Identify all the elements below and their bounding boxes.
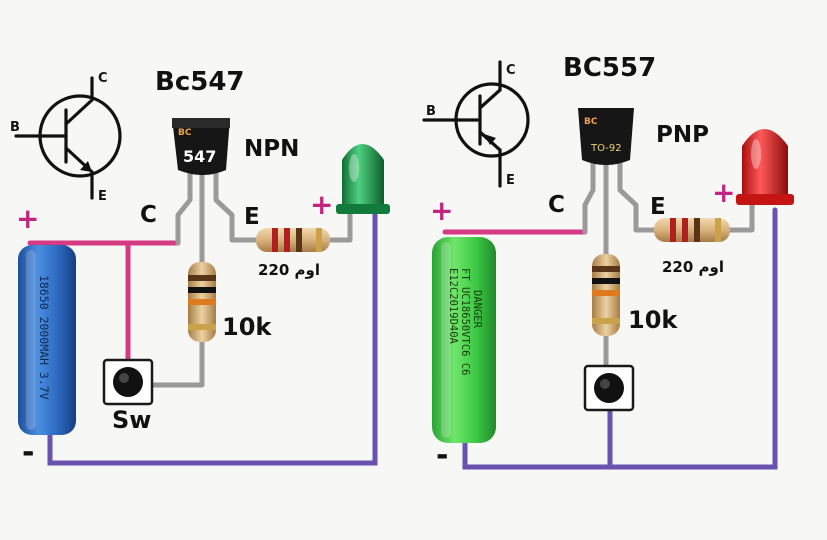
npn-symbol-pin-c: C xyxy=(98,71,108,86)
npn-title: Bc547 xyxy=(155,67,245,97)
npn-battery-plus: + xyxy=(16,202,39,235)
pnp-pin-c-label: C xyxy=(548,192,565,218)
pnp-type-label: PNP xyxy=(656,122,709,148)
pnp-package-marking: TO-92 xyxy=(590,143,622,154)
pnp-emitter-arrow-icon xyxy=(484,134,496,145)
pnp-title: BC557 xyxy=(563,53,656,83)
npn-battery-minus: - xyxy=(22,435,34,470)
pnp-led-resistor-right-lead xyxy=(725,202,755,233)
pnp-symbol-pin-c: C xyxy=(506,63,516,78)
npn-symbol-pin-e: E xyxy=(98,189,107,204)
pnp-battery-label-line3: DANGER xyxy=(471,290,483,329)
pnp-battery-label-line1: FT UC18650VTC6 C6 xyxy=(459,268,471,375)
npn-pin-e-label: E xyxy=(244,204,260,230)
npn-base-resistor-value: 10k xyxy=(222,313,272,341)
pnp-circuit: FT UC18650VTC6 C6 E12C2019D40A DANGER + … xyxy=(422,53,794,473)
npn-switch-label: Sw xyxy=(112,406,151,434)
npn-led-resistor xyxy=(256,228,330,252)
pnp-led xyxy=(736,129,794,205)
npn-led-resistor-value: 220 اوم xyxy=(258,261,320,279)
npn-circuit: 18650 2000MAH 3.7V + - B C E BC 547 Bc54… xyxy=(10,67,390,470)
pnp-battery-label-line2: E12C2019D40A xyxy=(447,268,459,345)
pnp-push-switch xyxy=(583,364,635,412)
pnp-base-resistor xyxy=(592,254,620,336)
npn-symbol-pin-b: B xyxy=(10,120,20,135)
pnp-led-resistor xyxy=(654,218,730,242)
npn-push-switch xyxy=(102,358,154,406)
npn-led xyxy=(336,144,390,214)
npn-led-plus: + xyxy=(310,188,333,221)
npn-base-resistor xyxy=(188,262,216,342)
npn-battery: 18650 2000MAH 3.7V xyxy=(18,245,76,435)
pnp-package-brand: BC xyxy=(584,117,598,127)
pnp-emitter-lead xyxy=(617,160,659,233)
pnp-pin-e-label: E xyxy=(650,194,666,220)
npn-emitter-lead xyxy=(213,169,261,243)
npn-type-label: NPN xyxy=(244,136,299,162)
npn-package-brand: BC xyxy=(178,128,192,138)
npn-base-resistor-lower-lead xyxy=(147,337,205,388)
pnp-led-plus: + xyxy=(712,176,735,209)
npn-collector-lead xyxy=(175,169,193,246)
pnp-negative-wire xyxy=(462,207,778,470)
npn-transistor-symbol xyxy=(14,76,122,200)
pnp-base-resistor-value: 10k xyxy=(628,306,678,334)
pnp-transistor-package: BC TO-92 xyxy=(578,108,634,165)
npn-package-marking: 547 xyxy=(183,147,216,166)
npn-negative-wire xyxy=(47,212,378,466)
pnp-symbol-pin-e: E xyxy=(506,173,515,188)
pnp-battery: FT UC18650VTC6 C6 E12C2019D40A DANGER xyxy=(432,237,496,443)
npn-pin-c-label: C xyxy=(140,202,157,228)
npn-led-resistor-right-lead xyxy=(325,209,353,243)
pnp-collector-lead xyxy=(582,160,596,235)
pnp-transistor-symbol xyxy=(422,60,530,188)
pnp-battery-minus: - xyxy=(436,438,448,473)
pnp-battery-plus: + xyxy=(430,194,453,227)
npn-emitter-arrow-icon xyxy=(80,161,92,172)
npn-battery-label: 18650 2000MAH 3.7V xyxy=(37,275,51,400)
pnp-led-resistor-value: 220 اوم xyxy=(662,258,724,276)
npn-transistor-package: BC 547 xyxy=(172,118,230,175)
pnp-symbol-pin-b: B xyxy=(426,104,436,119)
